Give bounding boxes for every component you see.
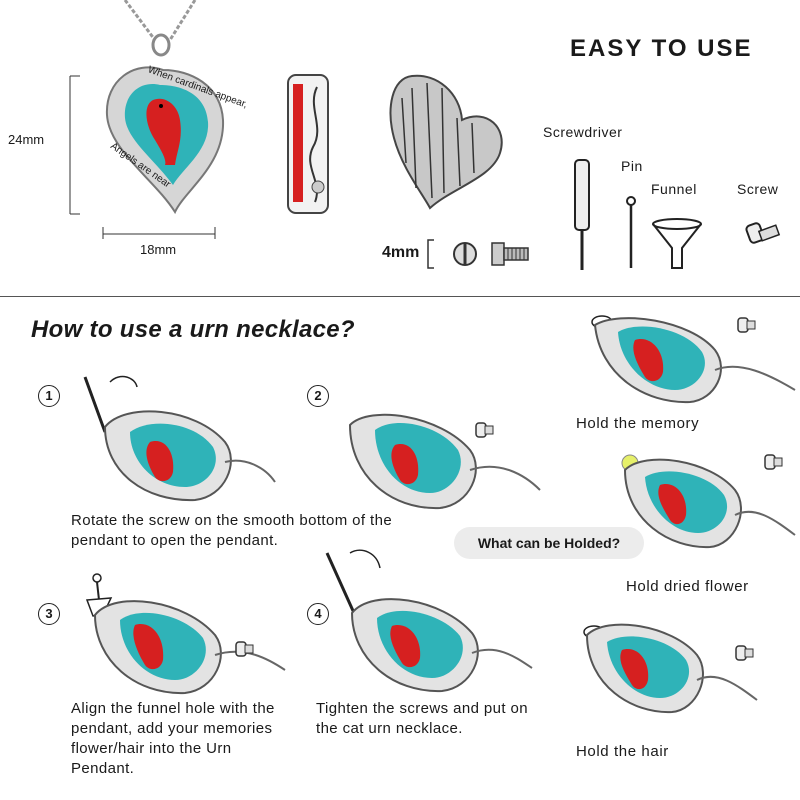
height-dimension-label: 24mm <box>8 132 45 147</box>
hold-hair-image <box>583 623 758 714</box>
step4-pendant-image <box>325 549 533 693</box>
howto-title: How to use a urn necklace? <box>31 316 355 343</box>
tool-label-screwdriver: Screwdriver <box>543 124 623 140</box>
width-dimension-line <box>102 227 216 239</box>
thickness-bracket <box>427 239 434 269</box>
pendant-front-image <box>105 0 225 215</box>
screw-side-icon <box>491 242 529 266</box>
step2-screw-icon <box>475 422 494 438</box>
tool-label-funnel: Funnel <box>651 181 697 197</box>
screw-head-icon <box>453 242 477 266</box>
hold-label-memory: Hold the memory <box>576 415 700 432</box>
hold-memory-image <box>591 315 796 404</box>
hold-flower-image <box>621 454 796 549</box>
step3-instructions: Align the funnel hole with the pendant, … <box>71 700 275 777</box>
step2-pendant-image <box>348 413 541 510</box>
tool-label-screw: Screw <box>737 181 779 197</box>
step1-pendant-image <box>83 375 276 502</box>
section-divider <box>0 296 800 297</box>
tool-label-pin: Pin <box>621 158 643 174</box>
step-number-3: 3 <box>38 603 60 625</box>
funnel-icon <box>652 218 702 269</box>
step3-screw-icon <box>235 641 254 657</box>
hold-label-hair: Hold the hair <box>576 743 669 760</box>
height-dimension-line <box>69 75 80 215</box>
thickness-dimension-label: 4mm <box>382 244 420 261</box>
step-number-1: 1 <box>38 385 60 407</box>
hold-label-flower: Hold dried flower <box>626 578 749 595</box>
pendant-back-view <box>389 74 503 210</box>
screw-icon <box>745 222 781 244</box>
step3-pendant-image <box>85 573 286 695</box>
holds-question-badge: What can be Holded? <box>454 527 644 559</box>
width-dimension-label: 18mm <box>140 242 177 257</box>
screwdriver-icon <box>574 159 590 270</box>
page-title: EASY TO USE <box>570 35 753 62</box>
step-number-4: 4 <box>307 603 329 625</box>
step1-instructions: Rotate the screw on the smooth bottom of… <box>71 512 393 549</box>
step4-instructions: Tighten the screws and put on the cat ur… <box>316 700 528 737</box>
pendant-side-view <box>287 74 329 214</box>
hold-hair-screw-icon <box>735 645 754 661</box>
hold-flower-screw-icon <box>764 454 783 470</box>
hold-memory-screw-icon <box>737 317 756 333</box>
pin-icon <box>626 196 636 268</box>
step-number-2: 2 <box>307 385 329 407</box>
